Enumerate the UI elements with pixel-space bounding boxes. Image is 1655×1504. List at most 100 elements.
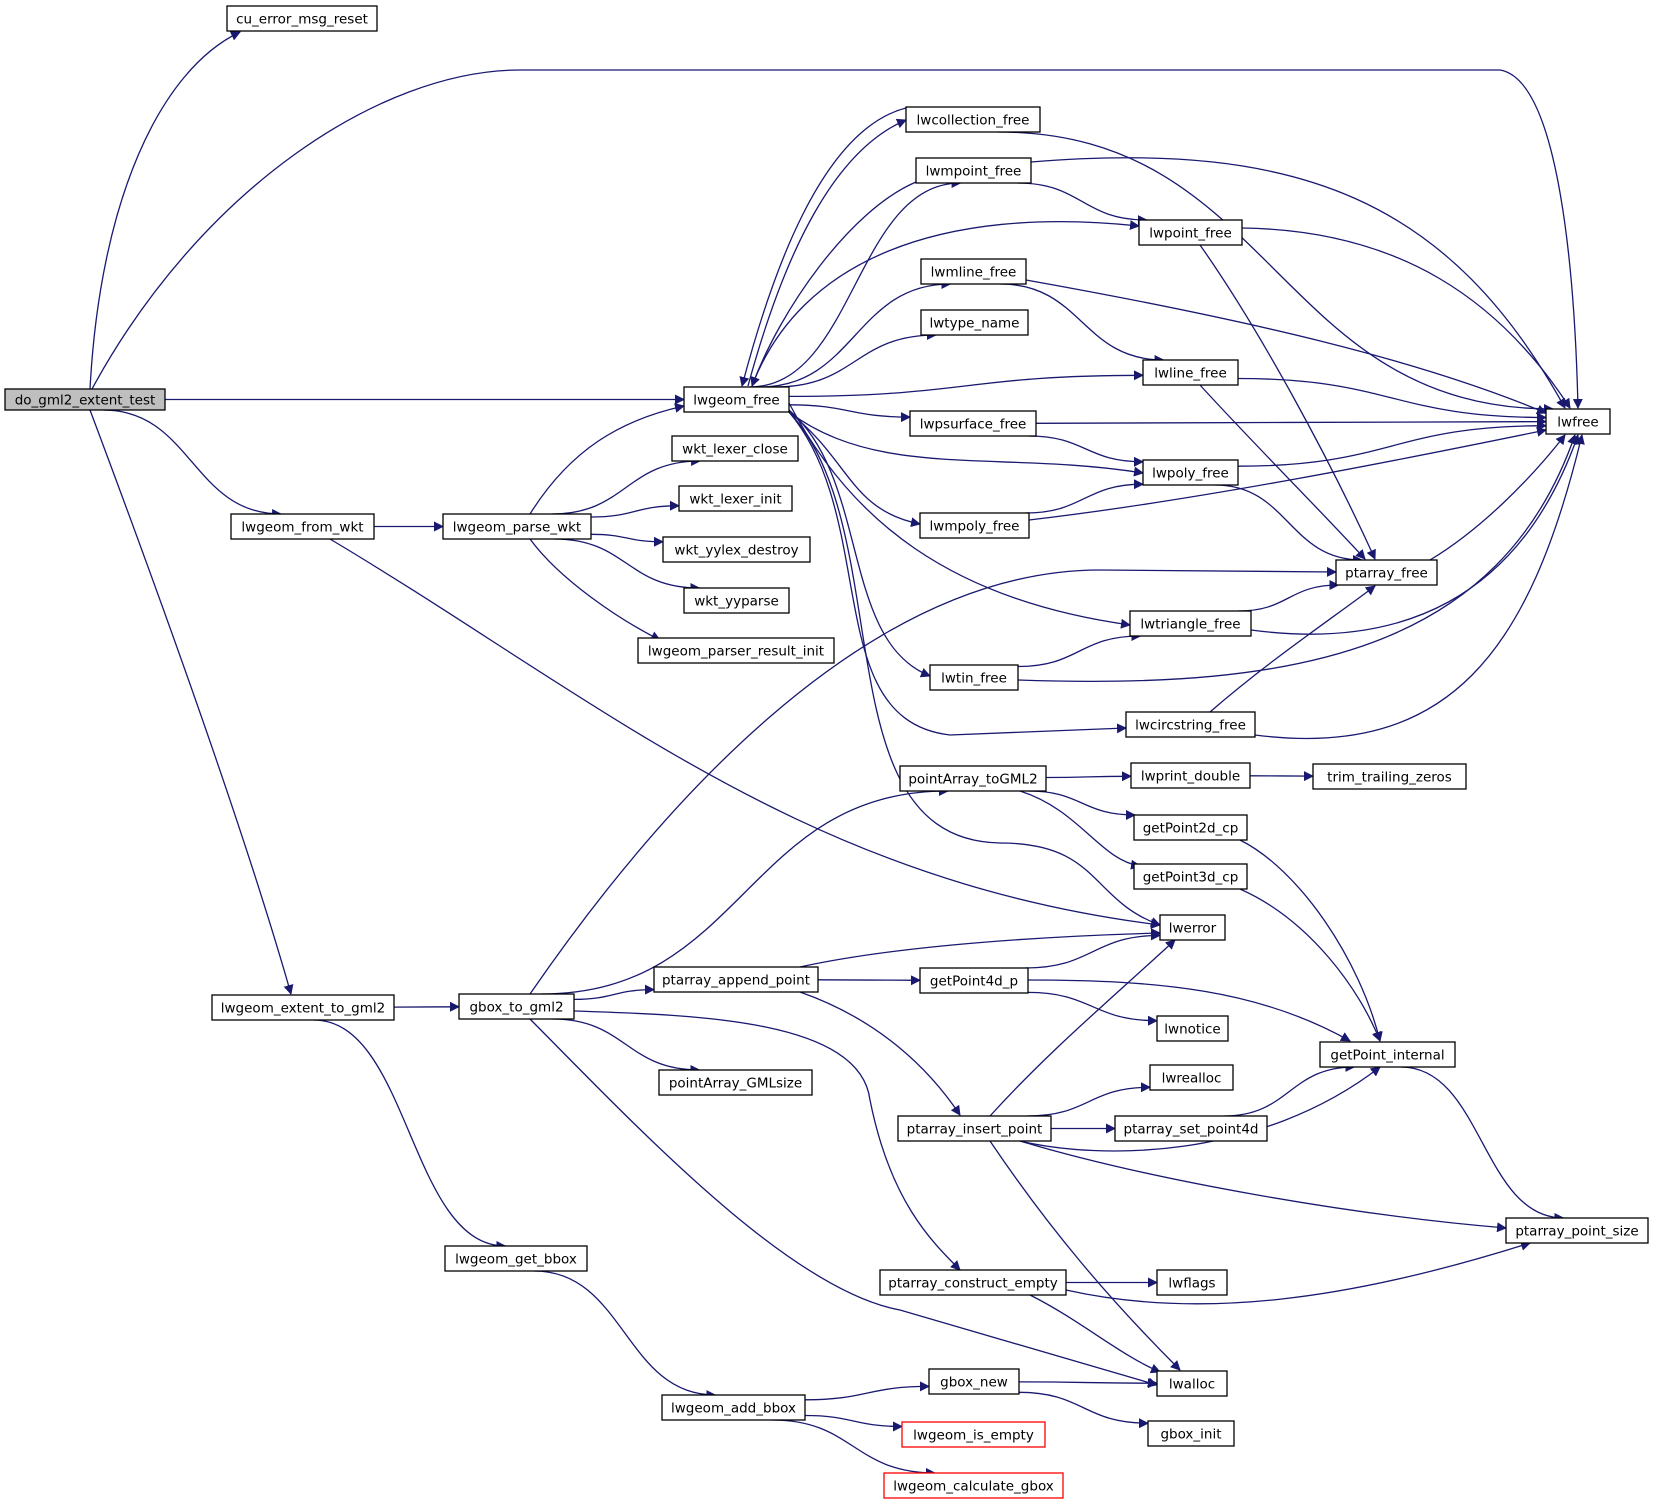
call-edge-lwgeom_parse_wkt-to-wkt_lexer_init xyxy=(590,500,680,518)
node-label: wkt_lexer_close xyxy=(682,442,788,458)
node-box xyxy=(1312,763,1467,790)
node-getPoint3d_cp[interactable]: getPoint3d_cp xyxy=(1133,863,1248,890)
node-box xyxy=(915,157,1032,184)
node-lwgeom_free[interactable]: lwgeom_free xyxy=(683,386,790,413)
node-box xyxy=(919,512,1030,539)
node-lwgeom_extent_to_gml2[interactable]: lwgeom_extent_to_gml2 xyxy=(211,994,395,1021)
node-label: ptarray_set_point4d xyxy=(1124,1122,1259,1138)
node-box xyxy=(1142,459,1239,486)
node-lwgeom_add_bbox[interactable]: lwgeom_add_bbox xyxy=(661,1394,806,1421)
node-box xyxy=(1159,914,1226,941)
node-label: lwcircstring_free xyxy=(1135,718,1246,734)
node-lwgeom_is_empty[interactable]: lwgeom_is_empty xyxy=(901,1421,1046,1448)
call-edge-getPoint4d_p-to-lwerror xyxy=(1025,930,1161,969)
node-box xyxy=(1156,1370,1228,1397)
call-edge-lwgeom_free-to-lwtriangle_free xyxy=(788,402,1131,629)
node-label: ptarray_free xyxy=(1345,566,1428,582)
node-lwpoint_free[interactable]: lwpoint_free xyxy=(1138,219,1243,246)
node-ptarray_append_point[interactable]: ptarray_append_point xyxy=(653,966,819,993)
node-box xyxy=(678,485,793,512)
node-ptarray_point_size[interactable]: ptarray_point_size xyxy=(1505,1217,1649,1244)
node-lwerror[interactable]: lwerror xyxy=(1159,914,1226,941)
node-lwtype_name[interactable]: lwtype_name xyxy=(920,309,1029,336)
node-lwprint_double[interactable]: lwprint_double xyxy=(1130,762,1251,789)
node-lwtriangle_free[interactable]: lwtriangle_free xyxy=(1129,610,1252,637)
node-lwflags[interactable]: lwflags xyxy=(1156,1269,1228,1296)
node-lwmpoly_free[interactable]: lwmpoly_free xyxy=(919,512,1030,539)
call-edge-lwmpoint_free-to-lwpoint_free xyxy=(1017,182,1148,225)
node-gbox_to_gml2[interactable]: gbox_to_gml2 xyxy=(458,993,575,1020)
node-label: lwpsurface_free xyxy=(920,417,1027,433)
node-label: lwpoint_free xyxy=(1149,226,1232,242)
node-lwgeom_parse_wkt[interactable]: lwgeom_parse_wkt xyxy=(442,513,592,540)
call-edge-ptarray_free-to-lwfree xyxy=(1429,434,1566,561)
node-lwpsurface_free[interactable]: lwpsurface_free xyxy=(909,410,1037,437)
node-wkt_yyparse[interactable]: wkt_yyparse xyxy=(683,587,790,614)
node-lwgeom_parser_result_init[interactable]: lwgeom_parser_result_init xyxy=(637,637,835,664)
node-label: lwrealloc xyxy=(1162,1071,1222,1087)
call-edge-gbox_to_gml2-to-ptarray_free xyxy=(529,566,1337,995)
node-ptarray_set_point4d[interactable]: ptarray_set_point4d xyxy=(1114,1115,1268,1142)
node-lwmline_free[interactable]: lwmline_free xyxy=(920,258,1027,285)
call-edge-ptarray_construct_empty-to-ptarray_point_size xyxy=(1065,1240,1531,1305)
node-box xyxy=(1130,762,1251,789)
node-label: lwnotice xyxy=(1164,1022,1220,1038)
node-label: ptarray_construct_empty xyxy=(888,1276,1057,1292)
call-edge-lwgeom_free-to-lwtin_free xyxy=(788,409,931,678)
node-label: lwcollection_free xyxy=(917,113,1030,129)
node-wkt_lexer_init[interactable]: wkt_lexer_init xyxy=(678,485,793,512)
node-ptarray_construct_empty[interactable]: ptarray_construct_empty xyxy=(879,1269,1067,1296)
node-lwgeom_calculate_gbox[interactable]: lwgeom_calculate_gbox xyxy=(883,1472,1064,1499)
node-lwcircstring_free[interactable]: lwcircstring_free xyxy=(1125,711,1256,738)
node-label: wkt_lexer_init xyxy=(689,492,781,508)
call-edge-lwgeom_get_bbox-to-lwgeom_add_bbox xyxy=(534,1270,717,1400)
node-label: lwtype_name xyxy=(930,316,1020,332)
node-label: lwmpoly_free xyxy=(930,519,1020,535)
node-wkt_lexer_close[interactable]: wkt_lexer_close xyxy=(671,435,799,462)
node-trim_trailing_zeros[interactable]: trim_trailing_zeros xyxy=(1312,763,1467,790)
node-ptarray_insert_point[interactable]: ptarray_insert_point xyxy=(897,1115,1052,1142)
node-lwfree[interactable]: lwfree xyxy=(1545,408,1611,435)
call-edge-ptarray_insert_point-to-lwerror xyxy=(989,939,1176,1117)
node-box xyxy=(1156,1269,1228,1296)
call-edge-ptarray_append_point-to-ptarray_insert_point xyxy=(799,991,961,1116)
node-lwrealloc[interactable]: lwrealloc xyxy=(1149,1064,1234,1091)
node-lwalloc[interactable]: lwalloc xyxy=(1156,1370,1228,1397)
node-box xyxy=(905,106,1041,133)
node-label: cu_error_msg_reset xyxy=(236,12,368,28)
node-getPoint_internal[interactable]: getPoint_internal xyxy=(1319,1041,1456,1068)
node-lwline_free[interactable]: lwline_free xyxy=(1142,359,1239,386)
node-label: lwgeom_free xyxy=(693,393,779,409)
node-lwtin_free[interactable]: lwtin_free xyxy=(929,664,1019,691)
node-getPoint2d_cp[interactable]: getPoint2d_cp xyxy=(1133,814,1248,841)
call-edge-do_gml2_extent_test-to-lwgeom_from_wkt xyxy=(102,409,283,519)
call-edge-ptarray_insert_point-to-ptarray_point_size xyxy=(1019,1140,1507,1233)
node-box xyxy=(920,258,1027,285)
node-cu_error_msg_reset[interactable]: cu_error_msg_reset xyxy=(226,5,378,32)
node-label: lwgeom_parser_result_init xyxy=(648,644,824,660)
node-lwgeom_get_bbox[interactable]: lwgeom_get_bbox xyxy=(444,1245,588,1272)
node-box xyxy=(1156,1015,1229,1042)
node-label: wkt_yylex_destroy xyxy=(674,543,798,559)
node-lwgeom_from_wkt[interactable]: lwgeom_from_wkt xyxy=(230,513,375,540)
call-edge-lwgeom_free-to-lwpsurface_free xyxy=(788,404,911,423)
node-gbox_init[interactable]: gbox_init xyxy=(1147,1420,1235,1447)
node-lwmpoint_free[interactable]: lwmpoint_free xyxy=(915,157,1032,184)
call-edge-lwgeom_add_bbox-to-lwgeom_calculate_gbox xyxy=(771,1419,936,1478)
call-edge-do_gml2_extent_test-to-lwgeom_extent_to_gml2 xyxy=(89,409,294,995)
node-label: trim_trailing_zeros xyxy=(1327,770,1452,786)
node-label: gbox_init xyxy=(1160,1427,1221,1443)
node-wkt_yylex_destroy[interactable]: wkt_yylex_destroy xyxy=(662,536,811,563)
node-pointArray_toGML2[interactable]: pointArray_toGML2 xyxy=(899,765,1047,792)
node-pointArray_GMLsize[interactable]: pointArray_GMLsize xyxy=(658,1069,813,1096)
call-edge-lwpoint_free-to-ptarray_free xyxy=(1199,244,1376,560)
node-ptarray_free[interactable]: ptarray_free xyxy=(1335,559,1438,586)
node-lwpoly_free[interactable]: lwpoly_free xyxy=(1142,459,1239,486)
node-lwnotice[interactable]: lwnotice xyxy=(1156,1015,1229,1042)
node-getPoint4d_p[interactable]: getPoint4d_p xyxy=(919,967,1029,994)
node-gbox_new[interactable]: gbox_new xyxy=(928,1368,1020,1395)
node-label: lwprint_double xyxy=(1141,769,1240,785)
node-lwcollection_free[interactable]: lwcollection_free xyxy=(905,106,1041,133)
node-box xyxy=(1149,1064,1234,1091)
call-edges xyxy=(89,31,1585,1478)
